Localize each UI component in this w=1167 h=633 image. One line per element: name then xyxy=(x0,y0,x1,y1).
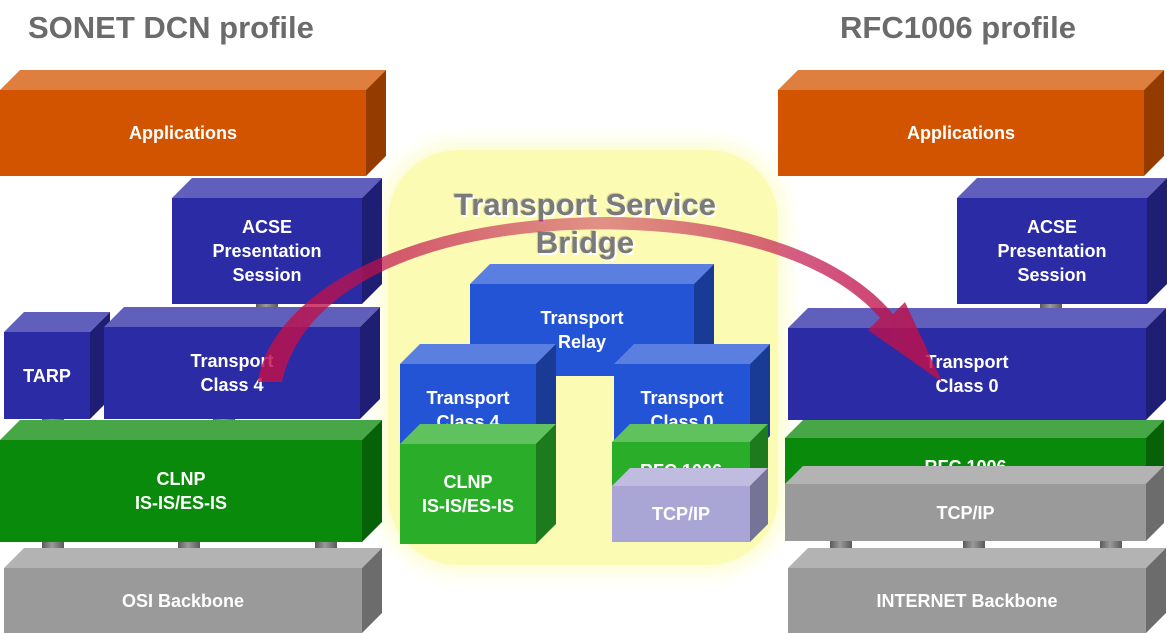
left-profile-title: SONET DCN profile xyxy=(28,10,314,45)
right-applications-box: Applications xyxy=(778,70,1164,176)
box-label: INTERNET Backbone xyxy=(788,568,1146,633)
box-side-face xyxy=(1147,178,1167,304)
box-label: Applications xyxy=(0,90,366,176)
box-side-face xyxy=(362,420,382,542)
box-side-face xyxy=(1146,308,1166,420)
box-label-line: Session xyxy=(1017,265,1087,285)
box-label-line: Transport xyxy=(540,308,624,328)
box-label-line: TARP xyxy=(23,365,71,386)
box-label-line: ACSE xyxy=(1026,217,1077,237)
middle-clnp-box: CLNP IS-IS/ES-IS xyxy=(400,424,556,544)
right-profile-title: RFC1006 profile xyxy=(840,10,1077,45)
bridge-title: Transport Service Bridge xyxy=(420,186,750,262)
box-side-face xyxy=(360,307,380,419)
bridge-arrow xyxy=(258,216,942,382)
bridge-arrow-body xyxy=(258,216,942,382)
box-top-face xyxy=(957,178,1167,198)
box-top-face xyxy=(0,70,386,90)
box-label-line: Presentation xyxy=(997,241,1107,261)
box-label-line: Transport xyxy=(925,352,1009,372)
box-label-line: OSI Backbone xyxy=(121,590,245,611)
box-side-face xyxy=(1146,466,1164,541)
box-label-line: Relay xyxy=(557,332,607,352)
box-label-line: ACSE xyxy=(241,217,292,237)
left-clnp-box: CLNP IS-IS/ES-IS xyxy=(0,420,382,542)
left-tarp-box: TARP xyxy=(4,312,110,419)
box-label-line: CLNP xyxy=(156,469,206,489)
middle-tcpip-box: TCP/IP xyxy=(612,468,768,542)
box-label-line: Applications xyxy=(128,123,237,143)
box-label-line: TCP/IP xyxy=(936,502,995,523)
box-side-face xyxy=(750,468,768,542)
box-label-line: IS-IS/ES-IS xyxy=(134,493,228,513)
box-front-face xyxy=(788,328,1146,420)
box-label: TCP/IP xyxy=(785,484,1146,541)
box-side-face xyxy=(362,548,382,633)
box-label-line: Transport xyxy=(640,388,724,408)
box-top-face xyxy=(614,344,770,364)
box-top-face xyxy=(470,264,714,284)
box-label: TARP xyxy=(4,332,90,419)
box-top-face xyxy=(4,312,110,332)
right-tcpip-box: TCP/IP xyxy=(785,466,1164,541)
box-front-face xyxy=(0,440,362,542)
box-front-face xyxy=(0,90,366,176)
box-front-face xyxy=(400,444,536,544)
box-label-line: Transport xyxy=(426,388,510,408)
box-top-face xyxy=(612,424,768,442)
box-top-face xyxy=(400,344,556,364)
box-label-line: CLNP xyxy=(443,472,493,492)
box-label-line: Transport xyxy=(190,351,274,371)
box-top-face xyxy=(400,424,556,444)
box-top-face xyxy=(0,420,382,440)
box-label-line: Session xyxy=(232,265,302,285)
box-label: CLNP IS-IS/ES-IS xyxy=(400,444,536,544)
box-label-line: Applications xyxy=(906,123,1015,143)
box-top-face xyxy=(788,548,1166,568)
box-label-line: Class 0 xyxy=(935,376,999,396)
box-top-face xyxy=(4,548,382,568)
box-label: Applications xyxy=(778,90,1144,176)
box-side-face xyxy=(1146,548,1166,633)
box-front-face xyxy=(778,90,1144,176)
box-label: CLNP IS-IS/ES-IS xyxy=(0,440,362,542)
box-front-face xyxy=(4,332,90,419)
box-side-face xyxy=(1144,70,1164,176)
box-label-line: INTERNET Backbone xyxy=(876,590,1058,611)
box-top-face xyxy=(172,178,382,198)
box-top-face xyxy=(612,468,768,486)
box-top-face xyxy=(785,420,1164,438)
box-front-face xyxy=(785,484,1146,541)
box-label-line: Class 4 xyxy=(200,375,264,395)
box-side-face xyxy=(366,70,386,176)
box-top-face xyxy=(778,70,1164,90)
left-applications-box: Applications xyxy=(0,70,386,176)
box-label-line: TCP/IP xyxy=(651,504,710,524)
box-side-face xyxy=(536,424,556,544)
box-front-face xyxy=(612,486,750,542)
box-top-face xyxy=(785,466,1164,484)
box-front-face xyxy=(957,198,1147,304)
box-front-face xyxy=(104,327,360,419)
box-label-line: IS-IS/ES-IS xyxy=(421,496,515,516)
bridge-title-line1: Transport Service xyxy=(454,187,716,222)
box-label: TCP/IP xyxy=(612,486,750,542)
box-label-line: Presentation xyxy=(212,241,322,261)
box-label: OSI Backbone xyxy=(4,568,362,633)
